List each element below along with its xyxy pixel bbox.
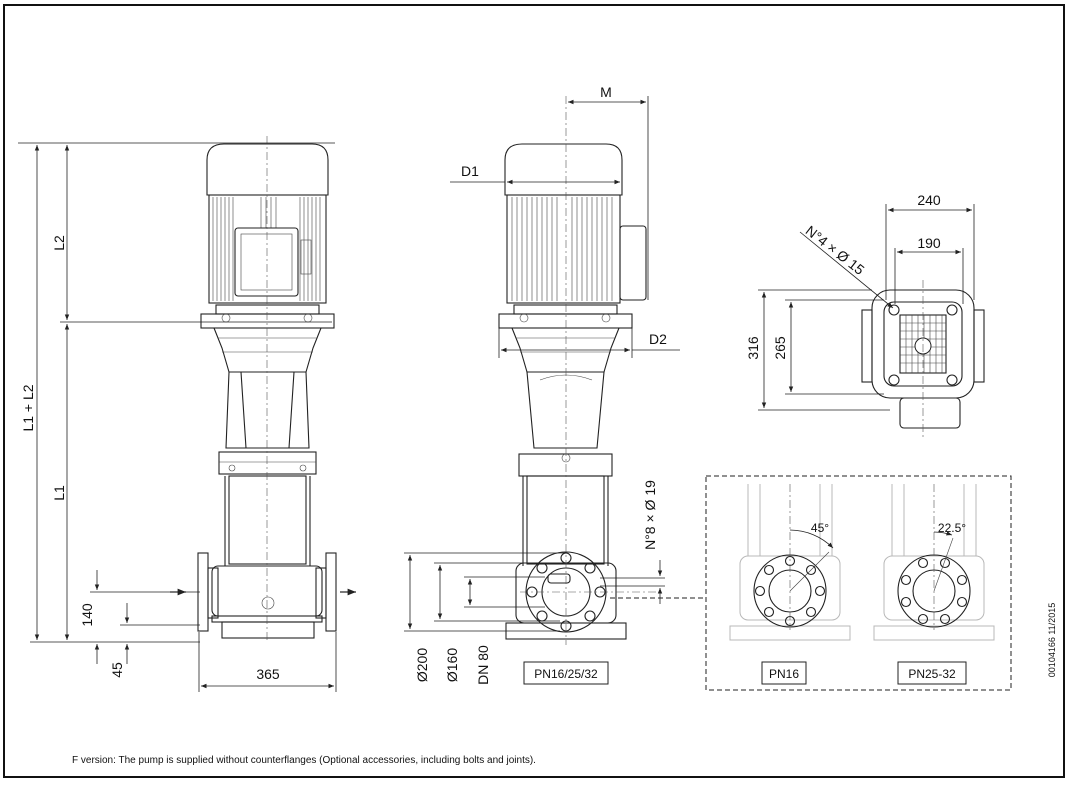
dim-365-label: 365 [256,666,280,682]
dim-l1-label: L1 [51,485,67,501]
dim-m-label: M [600,84,612,100]
pump1-dimensions [18,142,337,692]
dim-190-label: 190 [917,235,941,251]
pump-side-view [170,136,356,642]
angle-22-5-label: 22.5° [938,521,966,535]
dim-140-label: 140 [79,603,95,627]
dim-45-label: 45 [109,662,125,678]
dim-phi200-label: Ø200 [414,648,430,682]
dim-l2-label: L2 [51,235,67,251]
pn-main-label: PN16/25/32 [534,667,598,681]
drawing-code: 00104166 11/2015 [1047,603,1057,677]
pump2-dimensions [404,96,706,632]
pn2532-box [897,661,967,685]
flange-detail-pn16 [729,484,851,641]
flange-detail-box [705,475,1012,691]
dim-holes-top-label: N°4 × Ø 15 [803,222,868,278]
dim-d1-label: D1 [461,163,479,179]
footnote: F version: The pump is supplied without … [72,755,536,766]
dim-l1-l2-label: L1 + L2 [20,384,36,431]
pn16-box [761,661,807,685]
pn2532-label: PN25-32 [908,667,956,681]
pump-top-view [861,280,985,440]
flange-detail-pn2532 [873,484,995,641]
angle-45-label: 45° [811,521,829,535]
dim-holes-flange-label: N°8 × Ø 19 [642,480,658,550]
dim-phi160-label: Ø160 [444,648,460,682]
dim-265-label: 265 [772,336,788,360]
drawing-border [3,4,1065,778]
pn16-label: PN16 [769,667,799,681]
dim-316-label: 316 [745,336,761,360]
top-view-dimensions [758,204,975,411]
dim-240-label: 240 [917,192,941,208]
pn-main-box [523,661,609,685]
pump-front-view [498,96,660,645]
dim-d2-label: D2 [649,331,667,347]
dim-dn80-label: DN 80 [475,645,491,685]
